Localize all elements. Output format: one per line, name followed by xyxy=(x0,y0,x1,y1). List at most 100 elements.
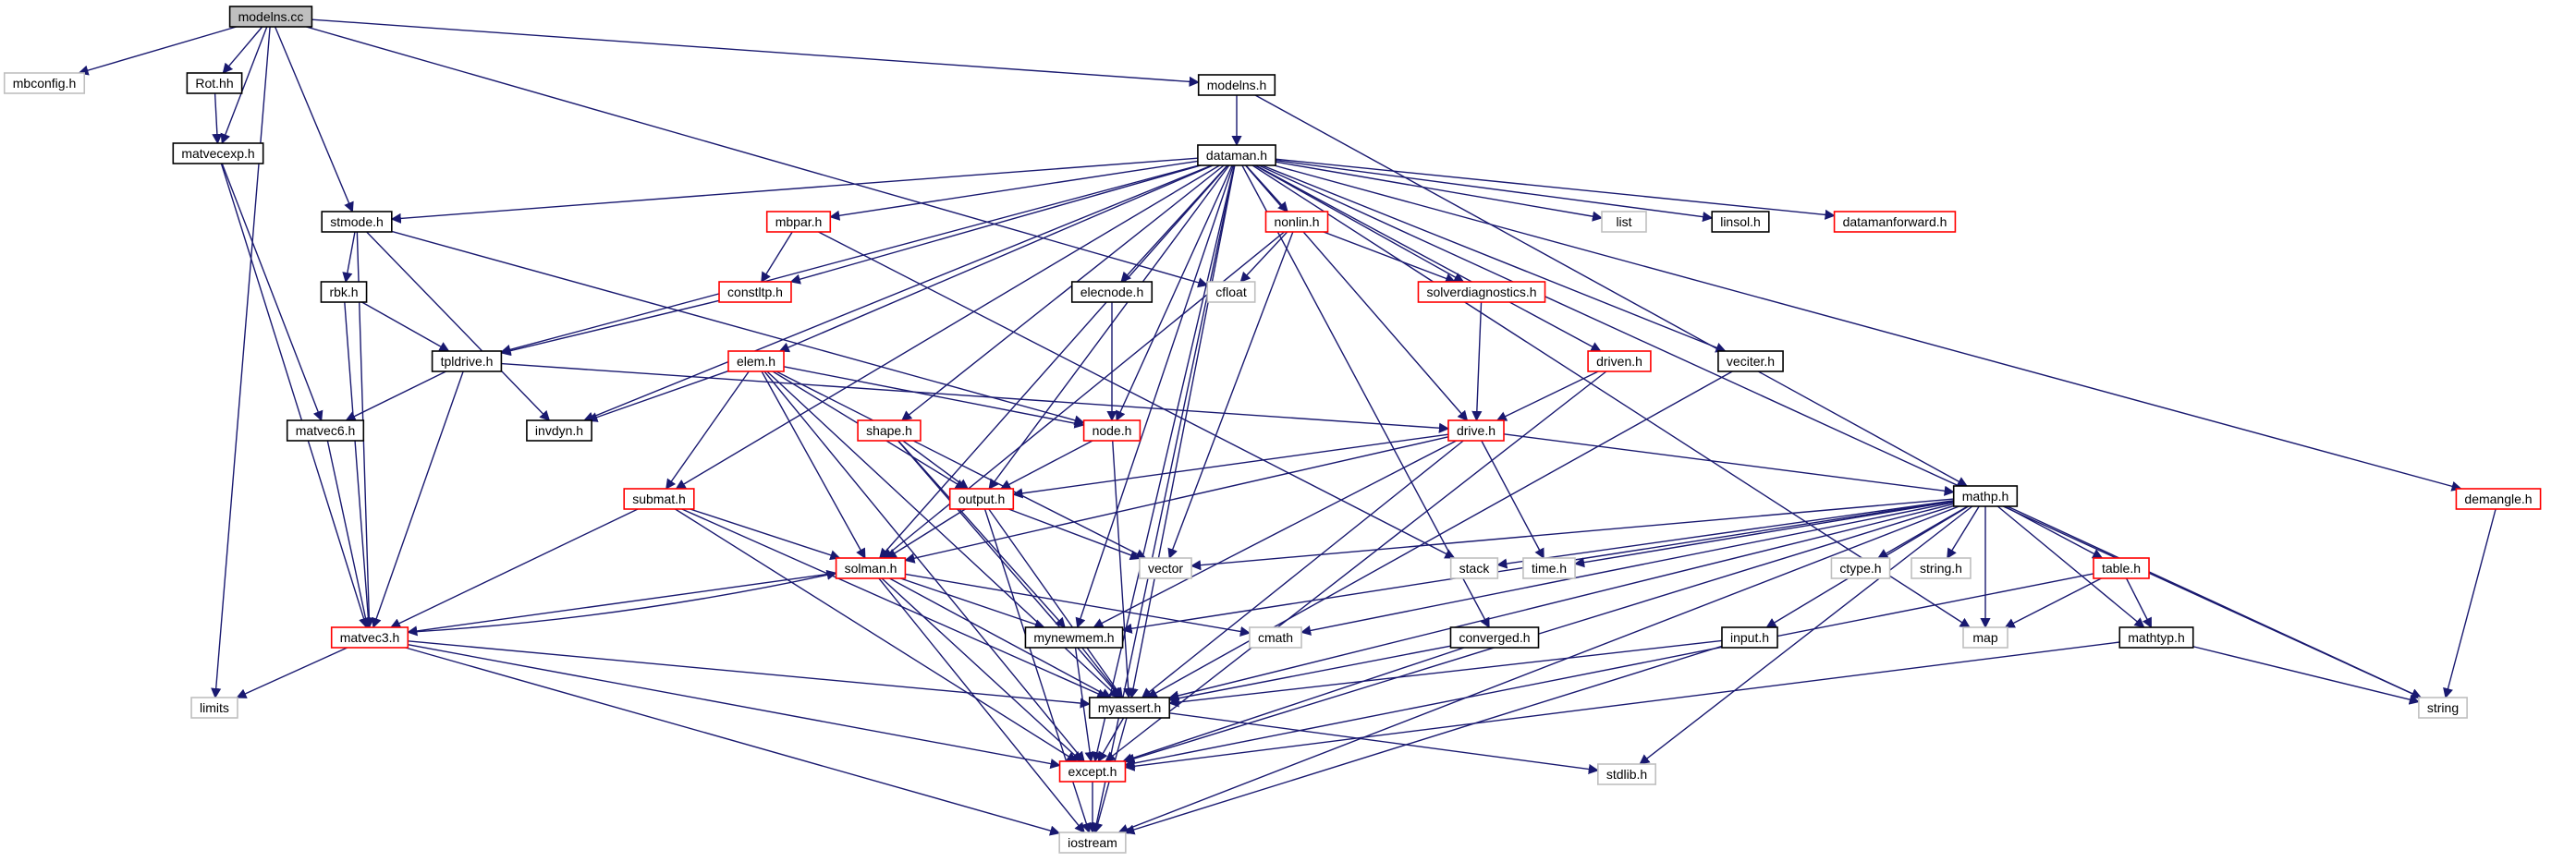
node-submat-h[interactable]: submat.h xyxy=(623,488,695,510)
node-vector[interactable]: vector xyxy=(1139,557,1192,579)
node-elecnode-h[interactable]: elecnode.h xyxy=(1070,281,1154,303)
node-tpldrive-h[interactable]: tpldrive.h xyxy=(431,350,503,372)
edge-matvecexp-h-to-matvec3-h xyxy=(220,163,369,629)
edge-mathtyp-h-to-except-h xyxy=(1124,641,2120,771)
node-input-h[interactable]: input.h xyxy=(1721,626,1778,649)
node-list[interactable]: list xyxy=(1601,211,1647,233)
edge-dataman-h-to-list xyxy=(1275,161,1604,222)
node-linsol-h[interactable]: linsol.h xyxy=(1711,211,1770,233)
node-label: except.h xyxy=(1068,764,1117,779)
node-mathtyp-h[interactable]: mathtyp.h xyxy=(2118,626,2194,649)
edge-demangle-h-to-string xyxy=(2443,508,2497,699)
node-constltp-h[interactable]: constltp.h xyxy=(718,281,792,303)
node-map[interactable]: map xyxy=(1962,626,2008,649)
node-datamanforward-h[interactable]: datamanforward.h xyxy=(1833,211,1957,233)
node-drive-h[interactable]: drive.h xyxy=(1447,419,1505,442)
node-solman-h[interactable]: solman.h xyxy=(835,557,907,579)
node-limits[interactable]: limits xyxy=(190,697,238,719)
node-mbpar-h[interactable]: mbpar.h xyxy=(765,211,832,233)
edge-solman-h-to-myassert-h xyxy=(889,577,1112,698)
edge-dataman-h-to-tpldrive-h xyxy=(500,164,1200,355)
node-label: cmath xyxy=(1258,630,1293,645)
node-mathp-h[interactable]: mathp.h xyxy=(1952,485,2019,507)
node-invdyn-h[interactable]: invdyn.h xyxy=(526,419,592,442)
node-label: shape.h xyxy=(866,423,912,438)
node-label: mathp.h xyxy=(1962,489,2009,504)
edge-dataman-h-to-node-h xyxy=(1116,164,1233,422)
node-except-h[interactable]: except.h xyxy=(1058,760,1127,783)
node-label: stack xyxy=(1459,561,1491,576)
node-matvec3-h[interactable]: matvec3.h xyxy=(330,626,409,649)
node-label: input.h xyxy=(1730,630,1769,645)
node-rbk-h[interactable]: rbk.h xyxy=(320,281,368,303)
node-nonlin-h[interactable]: nonlin.h xyxy=(1264,211,1329,233)
edge-myassert-h-to-except-h xyxy=(1097,717,1125,762)
node-string-h[interactable]: string.h xyxy=(1911,557,1972,579)
edge-table-h-to-except-h xyxy=(1124,573,2094,769)
edge-mbpar-h-to-stack xyxy=(818,231,1456,559)
node-stack[interactable]: stack xyxy=(1449,557,1499,579)
node-mynewmem-h[interactable]: mynewmem.h xyxy=(1024,626,1124,649)
node-box xyxy=(1717,350,1784,372)
edge-dataman-h-to-iostream xyxy=(1091,164,1236,834)
node-output-h[interactable]: output.h xyxy=(948,488,1015,510)
node-solverdiagnostics-h[interactable]: solverdiagnostics.h xyxy=(1417,281,1546,303)
node-label: converged.h xyxy=(1459,630,1530,645)
node-converged-h[interactable]: converged.h xyxy=(1449,626,1540,649)
node-veciter-h[interactable]: veciter.h xyxy=(1717,350,1784,372)
node-box xyxy=(431,350,503,372)
node-matvec6-h[interactable]: matvec6.h xyxy=(286,419,365,442)
edge-table-h-to-mathtyp-h xyxy=(2125,577,2153,628)
node-mbconfig-h[interactable]: mbconfig.h xyxy=(3,72,86,94)
node-label: vector xyxy=(1148,561,1183,576)
edge-nonlin-h-to-solverdiagnostics-h xyxy=(1323,231,1457,284)
node-cfloat[interactable]: cfloat xyxy=(1206,281,1256,303)
edge-dataman-h-to-mynewmem-h xyxy=(1075,164,1234,629)
edge-modelns-cc-to-cfloat xyxy=(306,26,1209,288)
edge-mathtyp-h-to-string xyxy=(2192,646,2420,705)
node-label: mathtyp.h xyxy=(2128,630,2184,645)
node-shape-h[interactable]: shape.h xyxy=(857,419,922,442)
node-box xyxy=(765,211,832,233)
node-iostream[interactable]: iostream xyxy=(1058,832,1127,854)
node-rot-hh[interactable]: Rot.hh xyxy=(186,72,243,94)
node-box xyxy=(1058,760,1127,783)
nodes-layer: modelns.cc mbconfig.h Rot.hh modelns.h matve… xyxy=(3,6,2542,854)
node-stmode-h[interactable]: stmode.h xyxy=(321,211,393,233)
node-box xyxy=(1830,557,1891,579)
node-demangle-h[interactable]: demangle.h xyxy=(2455,488,2542,510)
node-driven-h[interactable]: driven.h xyxy=(1587,350,1652,372)
node-string[interactable]: string xyxy=(2418,697,2468,719)
node-time-h[interactable]: time.h xyxy=(1522,557,1576,579)
node-box xyxy=(3,72,86,94)
node-dataman-h[interactable]: dataman.h xyxy=(1197,144,1276,166)
node-table-h[interactable]: table.h xyxy=(2093,557,2150,579)
node-box xyxy=(172,142,264,164)
node-label: datamanforward.h xyxy=(1843,214,1947,229)
edge-dataman-h-to-except-h xyxy=(1092,164,1236,763)
edge-tpldrive-h-to-matvec6-h xyxy=(345,370,446,421)
node-label: submat.h xyxy=(632,492,686,506)
node-node-h[interactable]: node.h xyxy=(1082,419,1141,442)
node-label: list xyxy=(1616,214,1631,229)
edge-submat-h-to-myassert-h xyxy=(681,508,1108,699)
node-label: string xyxy=(2427,700,2459,715)
node-stdlib-h[interactable]: stdlib.h xyxy=(1597,763,1656,785)
edge-solman-h-to-mynewmem-h xyxy=(900,577,1045,630)
node-matvecexp-h[interactable]: matvecexp.h xyxy=(172,142,264,164)
node-myassert-h[interactable]: myassert.h xyxy=(1088,697,1171,719)
node-modelns-h[interactable]: modelns.h xyxy=(1197,74,1276,96)
node-box xyxy=(1417,281,1546,303)
edge-mathp-h-to-string xyxy=(2007,505,2423,698)
edge-shape-h-to-output-h xyxy=(902,440,970,490)
node-label: stmode.h xyxy=(330,214,384,229)
edge-matvecexp-h-to-matvec6-h xyxy=(221,163,324,422)
node-modelns-cc[interactable]: modelns.cc xyxy=(228,6,313,28)
edge-mathp-h-to-myassert-h xyxy=(1168,503,1954,701)
node-cmath[interactable]: cmath xyxy=(1249,626,1302,649)
node-label: cfloat xyxy=(1215,285,1247,299)
node-box xyxy=(526,419,592,442)
edge-modelns-cc-to-modelns-h xyxy=(311,18,1200,87)
node-elem-h[interactable]: elem.h xyxy=(727,350,785,372)
node-ctype-h[interactable]: ctype.h xyxy=(1830,557,1891,579)
